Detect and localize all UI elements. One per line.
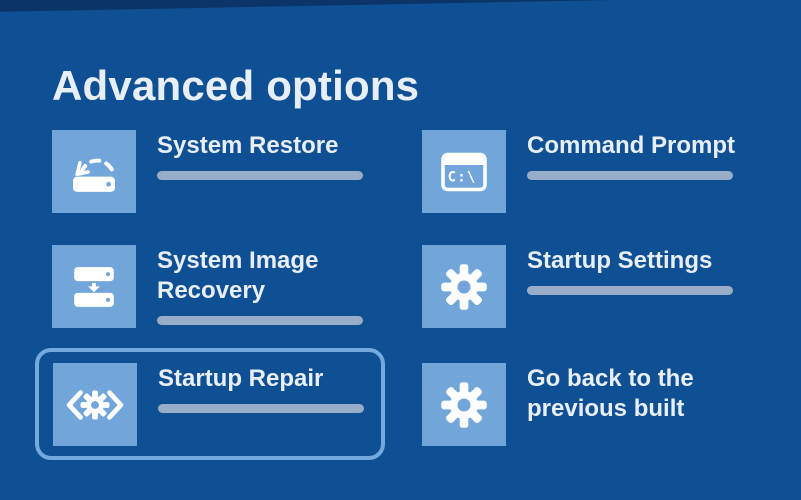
corner-shade [0, 0, 801, 12]
page-title: Advanced options [52, 62, 420, 110]
startup-repair-highlight-border [35, 348, 385, 460]
option-underline [157, 171, 363, 180]
go-back-tile [422, 363, 506, 446]
option-system-image-recovery[interactable]: System Image Recovery [52, 245, 369, 328]
system-restore-tile [52, 130, 136, 213]
option-label: Startup Repair [158, 365, 324, 392]
option-underline [157, 316, 363, 325]
option-startup-repair[interactable]: Startup Repair [53, 363, 370, 446]
option-label: Go back to the previous built [527, 365, 694, 422]
system-image-recovery-tile [52, 245, 136, 328]
command-prompt-icon-text: C:\ [448, 169, 477, 185]
option-label: System Restore [157, 132, 339, 159]
option-underline [527, 171, 733, 180]
option-underline [527, 286, 733, 295]
option-label: System Image Recovery [157, 247, 319, 304]
option-underline [158, 404, 364, 413]
option-label: Command Prompt [527, 132, 736, 159]
drive-restore-icon [73, 158, 115, 192]
drive-image-icon [74, 266, 114, 307]
gear-icon [441, 381, 487, 428]
startup-settings-tile [422, 245, 506, 328]
option-command-prompt[interactable]: C:\ Command Prompt [422, 130, 739, 213]
startup-repair-tile [53, 363, 137, 446]
option-system-restore[interactable]: System Restore [52, 130, 369, 213]
option-label: Startup Settings [527, 247, 713, 274]
command-prompt-icon: C:\ [441, 152, 487, 191]
option-startup-settings[interactable]: Startup Settings [422, 245, 739, 328]
gear-icon [441, 263, 487, 310]
option-go-back-previous-build[interactable]: Go back to the previous built [422, 363, 739, 446]
command-prompt-tile: C:\ [422, 130, 506, 213]
code-gear-icon [66, 389, 124, 420]
